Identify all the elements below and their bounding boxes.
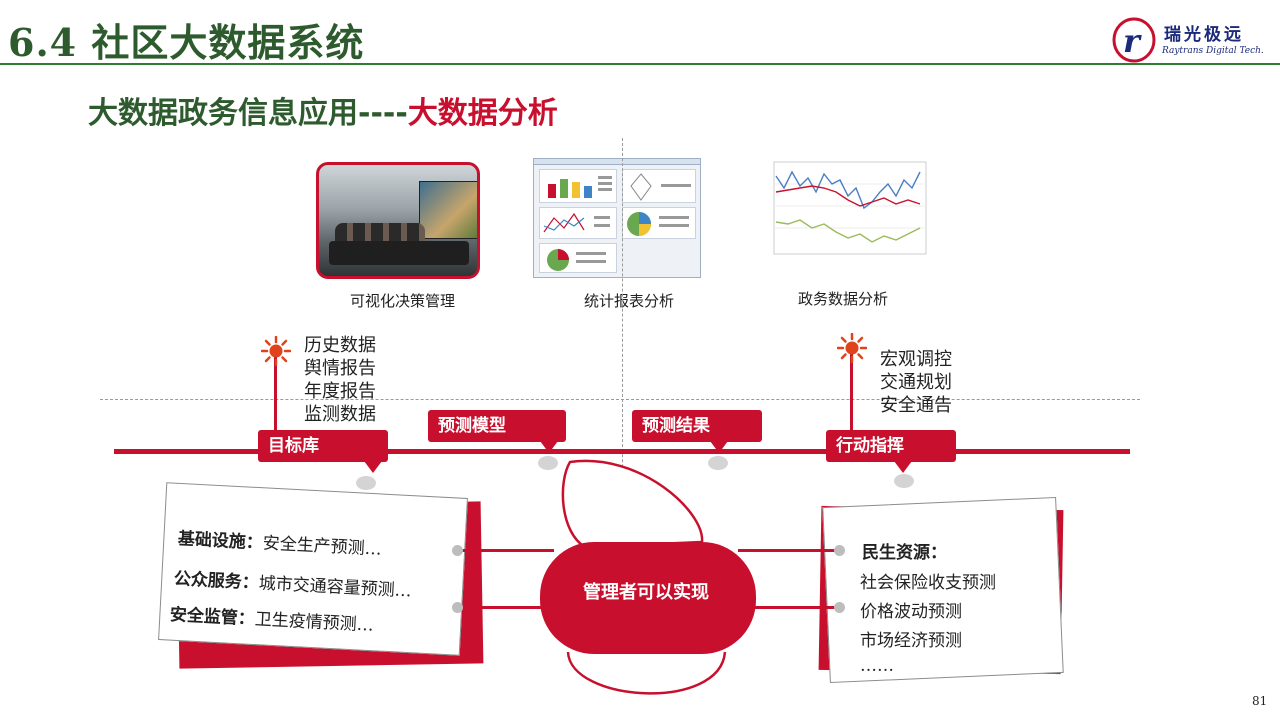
connector-dot <box>452 602 463 613</box>
sun-icon <box>261 336 291 366</box>
timeline-bar <box>114 449 1130 454</box>
report-panel <box>622 207 696 239</box>
connector-dot <box>834 602 845 613</box>
center-label: 管理者可以实现 <box>583 582 709 603</box>
logo-cn-name: 瑞光极远 <box>1164 25 1244 45</box>
tag-target-library: 目标库 <box>258 430 388 462</box>
report-panel <box>539 169 617 203</box>
company-logo: r 瑞光极远 Raytrans Digital Tech. <box>1110 14 1264 66</box>
tag-pointer <box>710 441 728 453</box>
tag-pointer <box>894 461 912 473</box>
page-number: 81 <box>1252 694 1268 708</box>
report-bar-thumb <box>548 176 612 198</box>
report-caption: 统计报表分析 <box>584 292 675 310</box>
slide-title: 6.4 社区大数据系统 <box>8 20 365 65</box>
horizontal-divider <box>100 399 1140 400</box>
photo-video-wall <box>419 181 477 239</box>
note-item: 舆情报告 <box>304 358 376 379</box>
photo-table <box>329 241 469 265</box>
sun-icon <box>837 333 867 363</box>
note-item: 年度报告 <box>304 381 376 402</box>
note-item: 历史数据 <box>304 335 376 356</box>
subtitle-separator: ---- <box>358 96 408 131</box>
line-chart-thumb <box>773 161 927 255</box>
report-panel <box>539 207 617 239</box>
subtitle-accent: 大数据分析 <box>407 96 558 131</box>
logo-mark-icon: r <box>1112 17 1156 63</box>
report-panel <box>539 243 617 273</box>
timeline-node <box>356 476 376 490</box>
left-connector <box>458 549 554 552</box>
left-connector <box>458 606 554 609</box>
note-item: 宏观调控 <box>880 349 952 370</box>
line-caption: 政务数据分析 <box>798 290 889 308</box>
report-screenshot <box>533 158 701 278</box>
timeline-node <box>538 456 558 470</box>
report-radar-thumb <box>630 173 691 201</box>
report-titlebar <box>534 159 700 165</box>
connector-dot <box>834 545 845 556</box>
note-item: 交通规划 <box>880 372 952 393</box>
subtitle-main: 大数据政务信息应用 <box>88 96 358 131</box>
tag-pointer <box>540 441 558 453</box>
tag-prediction-result: 预测结果 <box>632 410 762 442</box>
right-card-heading: 民生资源： <box>862 543 947 563</box>
tag-prediction-model: 预测模型 <box>428 410 566 442</box>
right-card-item: 市场经济预测 <box>860 631 962 651</box>
section-subtitle: 大数据政务信息应用----大数据分析 <box>88 88 558 132</box>
report-pie2-thumb <box>547 249 606 271</box>
vertical-divider <box>622 138 623 668</box>
timeline-node <box>894 474 914 488</box>
left-notes: 历史数据 舆情报告 年度报告 监测数据 <box>304 334 376 426</box>
tag-pointer <box>364 461 382 473</box>
report-pie-thumb <box>627 212 689 236</box>
note-item: 安全通告 <box>880 395 952 416</box>
right-connector <box>738 549 840 552</box>
logo-en-name: Raytrans Digital Tech. <box>1162 46 1264 56</box>
center-funnel-graphic <box>540 459 756 695</box>
timeline-node <box>708 456 728 470</box>
report-line-thumb <box>543 212 610 233</box>
report-panel <box>622 169 696 203</box>
decision-room-photo <box>316 162 480 279</box>
photo-caption: 可视化决策管理 <box>350 292 456 310</box>
right-stem <box>850 352 853 452</box>
connector-dot <box>452 545 463 556</box>
logo-letter: r <box>1123 22 1142 60</box>
title-rule <box>0 63 1280 65</box>
left-stem <box>274 356 277 452</box>
right-connector <box>738 606 840 609</box>
right-card-item: 社会保险收支预测 <box>860 573 996 593</box>
gov-line-chart-thumbnail <box>762 158 942 274</box>
right-card-item: …… <box>860 656 894 676</box>
right-card-item: 价格波动预测 <box>860 602 962 622</box>
note-item: 监测数据 <box>304 404 376 425</box>
photo-people <box>335 223 425 245</box>
right-notes: 宏观调控 交通规划 安全通告 <box>880 348 952 417</box>
tag-action-command: 行动指挥 <box>826 430 956 462</box>
